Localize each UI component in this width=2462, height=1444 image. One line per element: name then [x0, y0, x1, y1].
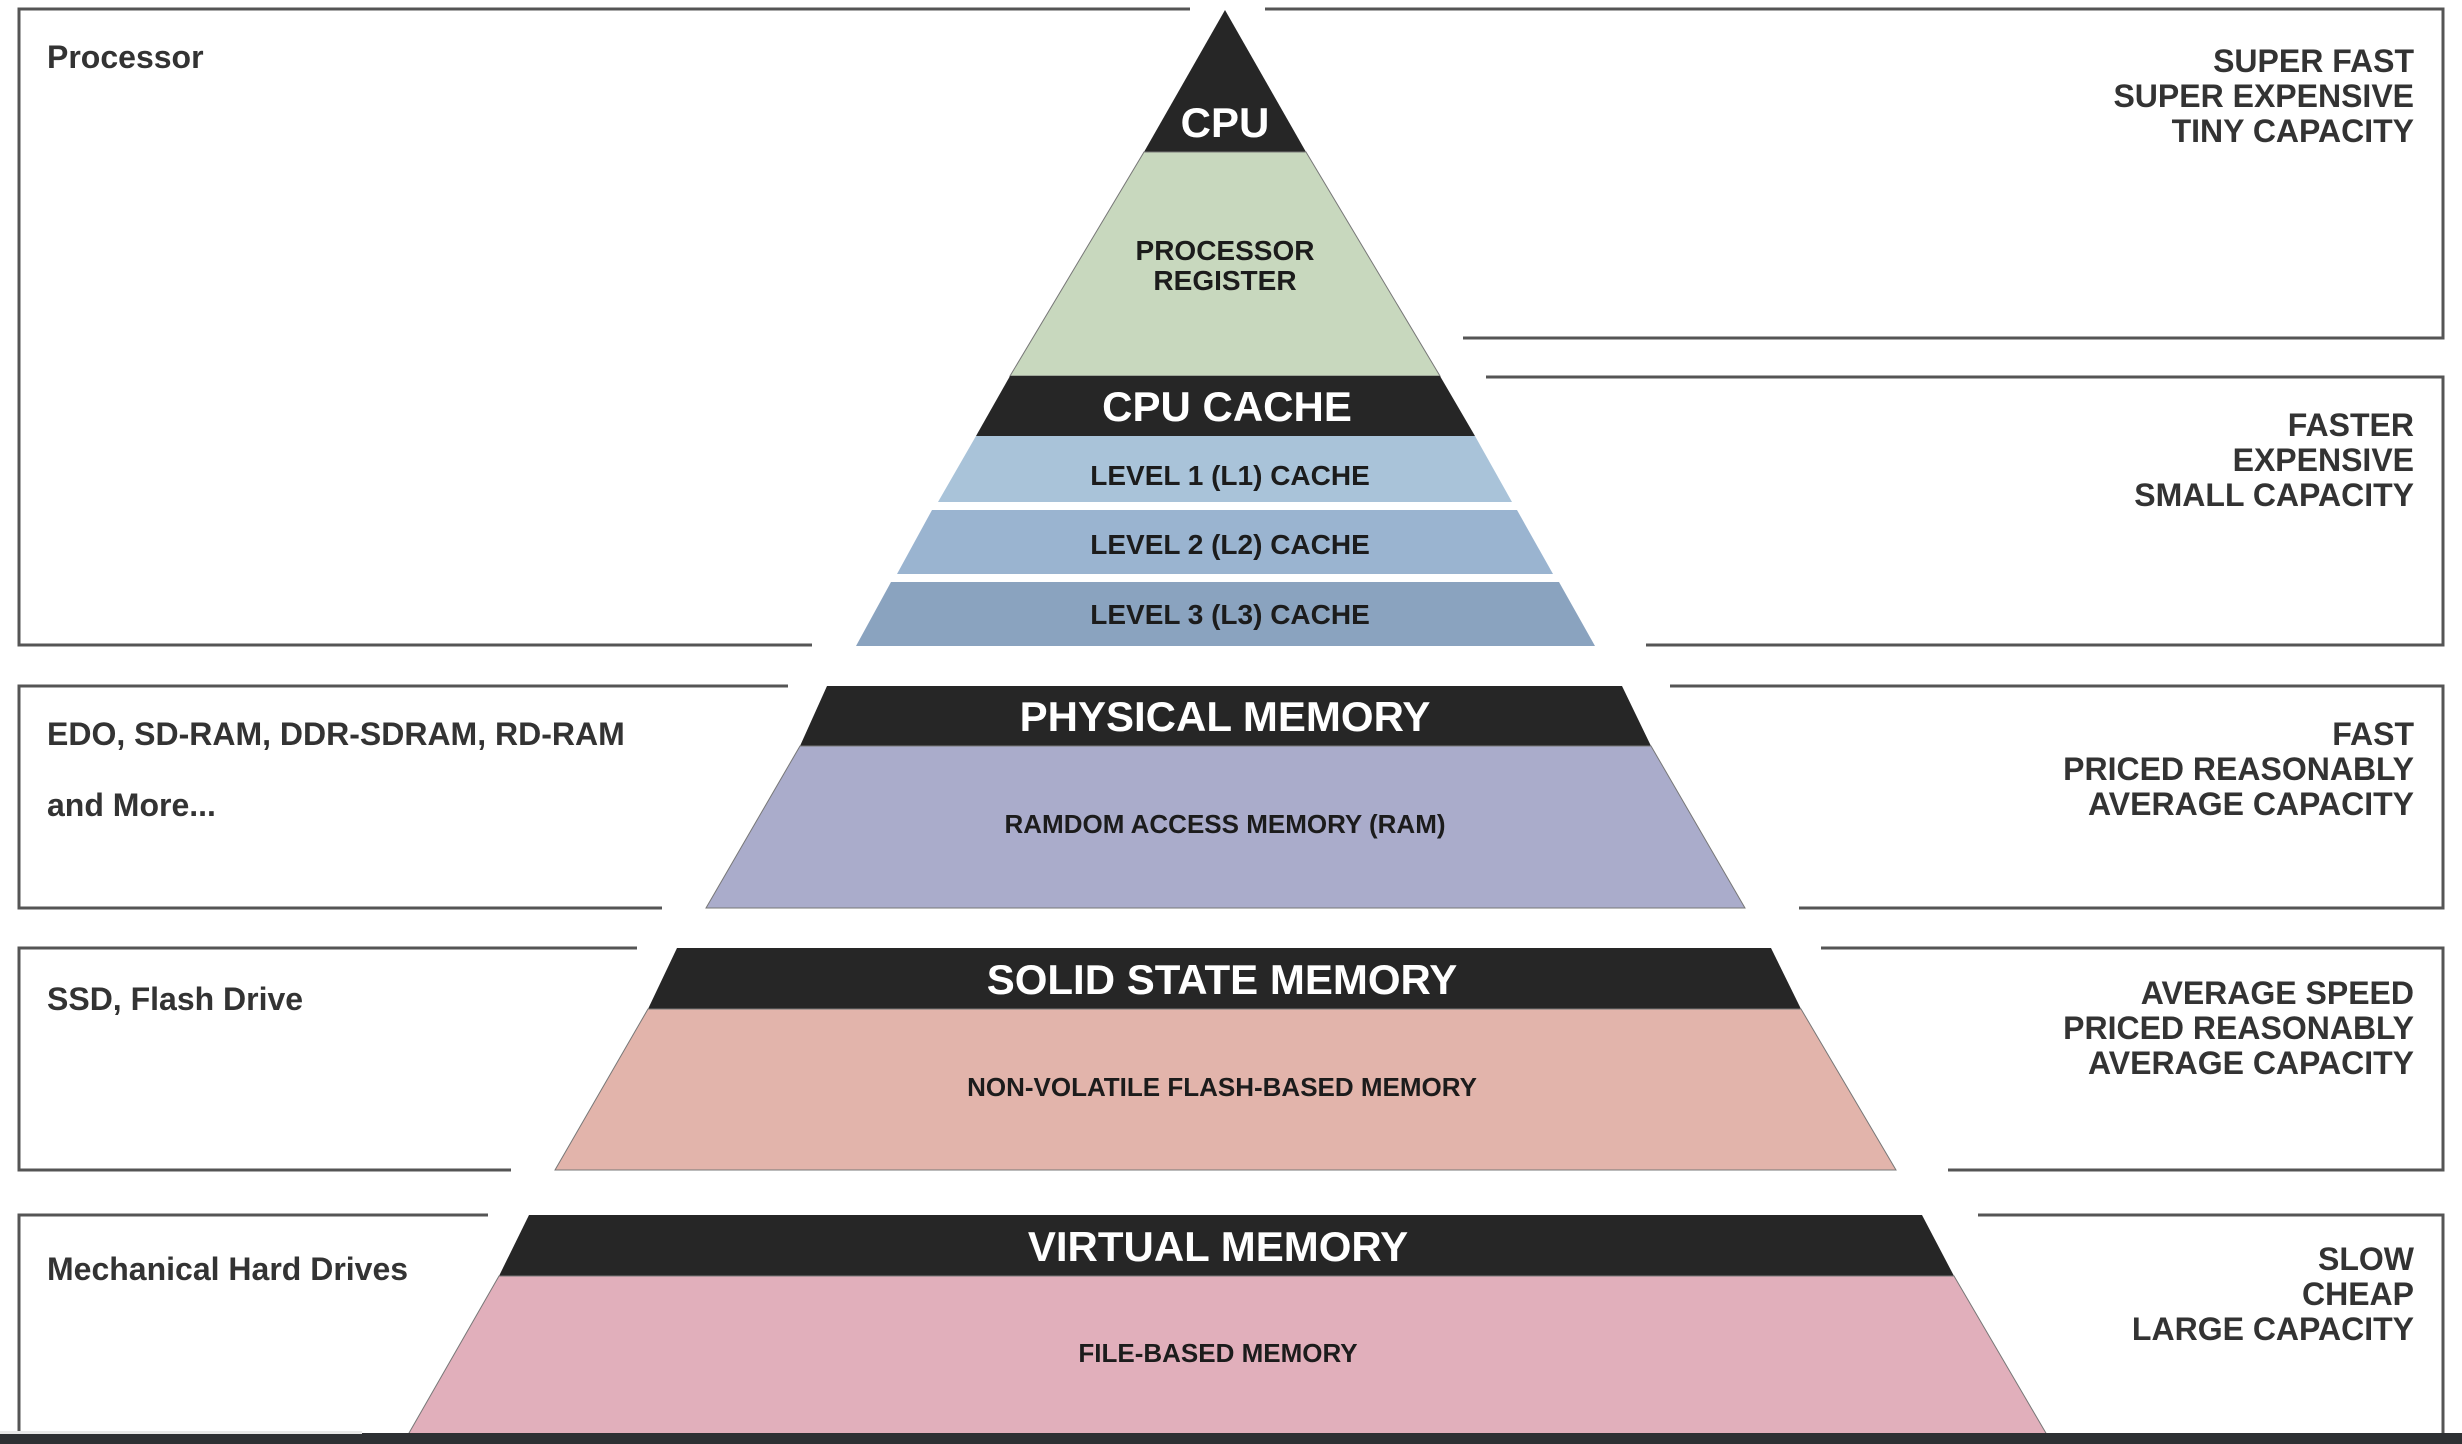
cpu-apex	[1144, 10, 1306, 152]
ram-tier	[705, 745, 1746, 909]
bottom-bar-highlight	[0, 1431, 362, 1434]
solid-right-line-3: AVERAGE CAPACITY	[2088, 1045, 2414, 1081]
cache-header-label: CPU CACHE	[1102, 383, 1352, 430]
vm-label: FILE-BASED MEMORY	[1078, 1338, 1357, 1368]
virtual-left-label: Mechanical Hard Drives	[47, 1251, 408, 1287]
register-line-1: PROCESSOR	[1136, 235, 1315, 266]
bottom-bar	[0, 1433, 2462, 1444]
solid-right-frame	[1821, 946, 2445, 1172]
processor-right-frame	[1265, 7, 2445, 340]
cache-right-line-1: FASTER	[2288, 407, 2414, 443]
ssd-label: NON-VOLATILE FLASH-BASED MEMORY	[967, 1072, 1477, 1102]
solid-left-label: SSD, Flash Drive	[47, 981, 303, 1017]
solid-right-line-2: PRICED REASONABLY	[2063, 1010, 2414, 1046]
cache-right-line-2: EXPENSIVE	[2233, 442, 2414, 478]
solid-right-line-1: AVERAGE SPEED	[2141, 975, 2414, 1011]
physical-right-line-3: AVERAGE CAPACITY	[2088, 786, 2414, 822]
cpu-label: CPU	[1181, 99, 1270, 146]
processor-right-line-3: TINY CAPACITY	[2172, 113, 2414, 149]
virtual-right-frame	[1978, 1213, 2445, 1440]
ram-label: RAMDOM ACCESS MEMORY (RAM)	[1004, 809, 1445, 839]
physical-right-line-1: FAST	[2332, 716, 2414, 752]
processor-left-frame	[17, 7, 1190, 647]
processor-right-line-2: SUPER EXPENSIVE	[2113, 78, 2414, 114]
ssd-tier	[554, 1008, 1897, 1171]
virtual-header-label: VIRTUAL MEMORY	[1028, 1223, 1408, 1270]
physical-right-frame	[1670, 684, 2445, 910]
virtual-right-line-2: CHEAP	[2302, 1276, 2414, 1312]
virtual-right-line-1: SLOW	[2318, 1241, 2415, 1277]
l1-label: LEVEL 1 (L1) CACHE	[1090, 460, 1370, 491]
cache-right-line-3: SMALL CAPACITY	[2134, 477, 2414, 513]
physical-header-tier	[800, 686, 1651, 746]
l1-tier	[938, 436, 1512, 502]
cache-header-tier	[976, 376, 1475, 436]
virtual-header-tier	[499, 1215, 1954, 1276]
l2-tier	[897, 510, 1553, 574]
solid-header-label: SOLID STATE MEMORY	[987, 956, 1458, 1003]
l3-tier	[856, 582, 1595, 646]
cache-right-frame	[1486, 375, 2445, 647]
solid-left-frame	[17, 946, 637, 1172]
physical-left-frame	[17, 684, 788, 910]
physical-left-line-2: and More...	[47, 787, 216, 823]
frame-lines	[17, 7, 2445, 1440]
processor-right-line-1: SUPER FAST	[2213, 43, 2414, 79]
solid-header-tier	[648, 948, 1801, 1009]
l2-label: LEVEL 2 (L2) CACHE	[1090, 529, 1370, 560]
physical-header-label: PHYSICAL MEMORY	[1020, 693, 1431, 740]
virtual-right-line-3: LARGE CAPACITY	[2132, 1311, 2414, 1347]
register-line-2: REGISTER	[1153, 265, 1296, 296]
physical-right-line-2: PRICED REASONABLY	[2063, 751, 2414, 787]
physical-left-line-1: EDO, SD-RAM, DDR-SDRAM, RD-RAM	[47, 716, 625, 752]
virtual-left-frame	[17, 1213, 488, 1440]
processor-left-label: Processor	[47, 39, 204, 75]
l3-label: LEVEL 3 (L3) CACHE	[1090, 599, 1370, 630]
